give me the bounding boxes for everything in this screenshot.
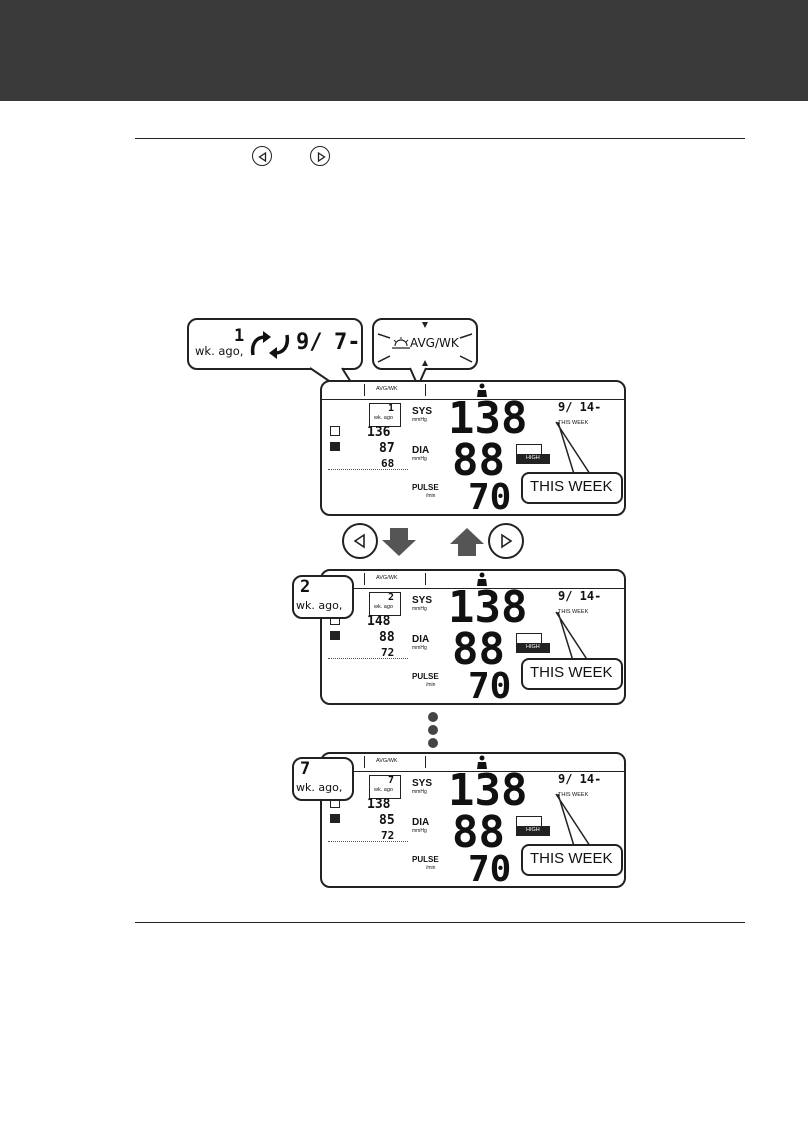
user-icon bbox=[477, 383, 487, 397]
ellipsis-dot bbox=[428, 712, 438, 722]
lcd-pulse-value: 70 bbox=[468, 666, 512, 707]
ellipsis-dot bbox=[428, 738, 438, 748]
callout-wk-ago: wk. ago, bbox=[195, 344, 244, 358]
lcd-dia-label: DIA bbox=[412, 445, 430, 456]
lcd-pulse-label: PULSE bbox=[412, 855, 439, 864]
callout-this-week-2: THIS WEEK bbox=[530, 664, 613, 681]
lcd-date: 9/ 14- bbox=[558, 400, 602, 414]
lcd-memory-dia: 87 bbox=[379, 441, 395, 456]
morning-sun-icon bbox=[392, 337, 410, 349]
user-icon bbox=[477, 572, 487, 586]
previous-button[interactable] bbox=[342, 523, 378, 559]
lcd-pulse-unit: /min bbox=[426, 865, 436, 871]
lcd-sys-label: SYS bbox=[412, 778, 433, 789]
callout-wk-ago: wk. ago, bbox=[296, 599, 343, 612]
callout-this-week-3: THIS WEEK bbox=[530, 850, 613, 867]
lcd-this-week: THIS WEEK bbox=[558, 420, 589, 426]
lcd-high-label: HIGH bbox=[526, 644, 540, 650]
lcd-sys-unit: mmHg bbox=[412, 606, 427, 612]
blink-rays-icon bbox=[377, 322, 473, 366]
lcd-screen-3: AVG/WK 7 wk. ago 138 85 72 SYS mmHg 138 … bbox=[320, 752, 626, 888]
lcd-memory-sys: 138 bbox=[367, 797, 391, 812]
cycle-arrows-icon bbox=[250, 331, 290, 359]
lcd-sys-unit: mmHg bbox=[412, 789, 427, 795]
lcd-pulse-label: PULSE bbox=[412, 483, 439, 492]
callout-week-number: 1 bbox=[234, 326, 245, 346]
lcd-weeks-ago: 7 bbox=[388, 775, 395, 786]
lcd-this-week: THIS WEEK bbox=[558, 609, 589, 615]
lcd-dia-unit: mmHg bbox=[412, 456, 427, 462]
next-button[interactable] bbox=[488, 523, 524, 559]
lcd-dia-value: 88 bbox=[452, 624, 505, 675]
up-arrow-icon bbox=[450, 528, 484, 556]
lcd-memory-dia: 88 bbox=[379, 630, 395, 645]
callout-week-number: 2 bbox=[300, 577, 311, 597]
top-rule bbox=[135, 138, 745, 139]
lcd-memory-pulse: 72 bbox=[381, 829, 395, 842]
lcd-pulse-label: PULSE bbox=[412, 672, 439, 681]
callout-period-end: 7- bbox=[334, 330, 361, 355]
lcd-date: 9/ 14- bbox=[558, 589, 602, 603]
lcd-memory-sys: 148 bbox=[367, 614, 391, 629]
lcd-wk-ago-box: wk. ago bbox=[374, 787, 393, 793]
lcd-pulse-value: 70 bbox=[468, 477, 512, 518]
lcd-dia-unit: mmHg bbox=[412, 645, 427, 651]
lcd-weeks-ago: 2 bbox=[388, 592, 395, 603]
lcd-dia-value: 88 bbox=[452, 807, 505, 858]
this-week-callout-1 bbox=[521, 472, 623, 504]
lcd-memory-pulse: 72 bbox=[381, 646, 395, 659]
this-week-callout-2 bbox=[521, 658, 623, 690]
lcd-dia-value: 88 bbox=[452, 435, 505, 486]
lcd-avg-wk: AVG/WK bbox=[376, 575, 398, 581]
lcd-dia-unit: mmHg bbox=[412, 828, 427, 834]
callout-wk-ago: wk. ago, bbox=[296, 781, 343, 794]
lcd-pulse-unit: /min bbox=[426, 682, 436, 688]
week-callout-2 bbox=[292, 575, 354, 619]
left-button-icon bbox=[252, 146, 272, 166]
week-callout-7 bbox=[292, 757, 354, 801]
callout-week-number: 7 bbox=[300, 759, 311, 779]
bottom-rule bbox=[135, 922, 745, 923]
lcd-memory-pulse: 68 bbox=[381, 457, 395, 470]
lcd-sys-label: SYS bbox=[412, 595, 433, 606]
lcd-sys-value: 138 bbox=[448, 765, 528, 816]
this-week-callout-3 bbox=[521, 844, 623, 876]
lcd-date: 9/ 14- bbox=[558, 772, 602, 786]
callout-period-start: 9/ bbox=[296, 330, 323, 355]
lcd-high-label: HIGH bbox=[526, 455, 540, 461]
lcd-pulse-value: 70 bbox=[468, 849, 512, 890]
this-week-pointer-1 bbox=[555, 421, 592, 475]
lcd-avg-wk: AVG/WK bbox=[376, 758, 398, 764]
period-callout bbox=[187, 318, 363, 370]
lcd-wk-ago-box: wk. ago bbox=[374, 604, 393, 610]
lcd-sys-unit: mmHg bbox=[412, 417, 427, 423]
down-arrow-icon bbox=[382, 528, 416, 556]
lcd-sys-label: SYS bbox=[412, 406, 433, 417]
lcd-wk-ago-box: wk. ago bbox=[374, 415, 393, 421]
user-icon bbox=[477, 755, 487, 769]
lcd-memory-dia: 85 bbox=[379, 813, 395, 828]
this-week-pointer-3 bbox=[555, 793, 592, 847]
lcd-this-week: THIS WEEK bbox=[558, 792, 589, 798]
header-bar bbox=[0, 0, 808, 101]
lcd-high-label: HIGH bbox=[526, 827, 540, 833]
callout-this-week-1: THIS WEEK bbox=[530, 478, 613, 495]
lcd-weeks-ago: 1 bbox=[388, 403, 395, 414]
lcd-pulse-unit: /min bbox=[426, 493, 436, 499]
callout-avg-wk: AVG/WK bbox=[410, 336, 459, 350]
ellipsis-dot bbox=[428, 725, 438, 735]
lcd-sys-value: 138 bbox=[448, 393, 528, 444]
lcd-dia-label: DIA bbox=[412, 817, 430, 828]
lcd-sys-value: 138 bbox=[448, 582, 528, 633]
lcd-memory-sys: 136 bbox=[367, 425, 391, 440]
lcd-avg-wk: AVG/WK bbox=[376, 386, 398, 392]
right-button-icon bbox=[310, 146, 330, 166]
lcd-dia-label: DIA bbox=[412, 634, 430, 645]
